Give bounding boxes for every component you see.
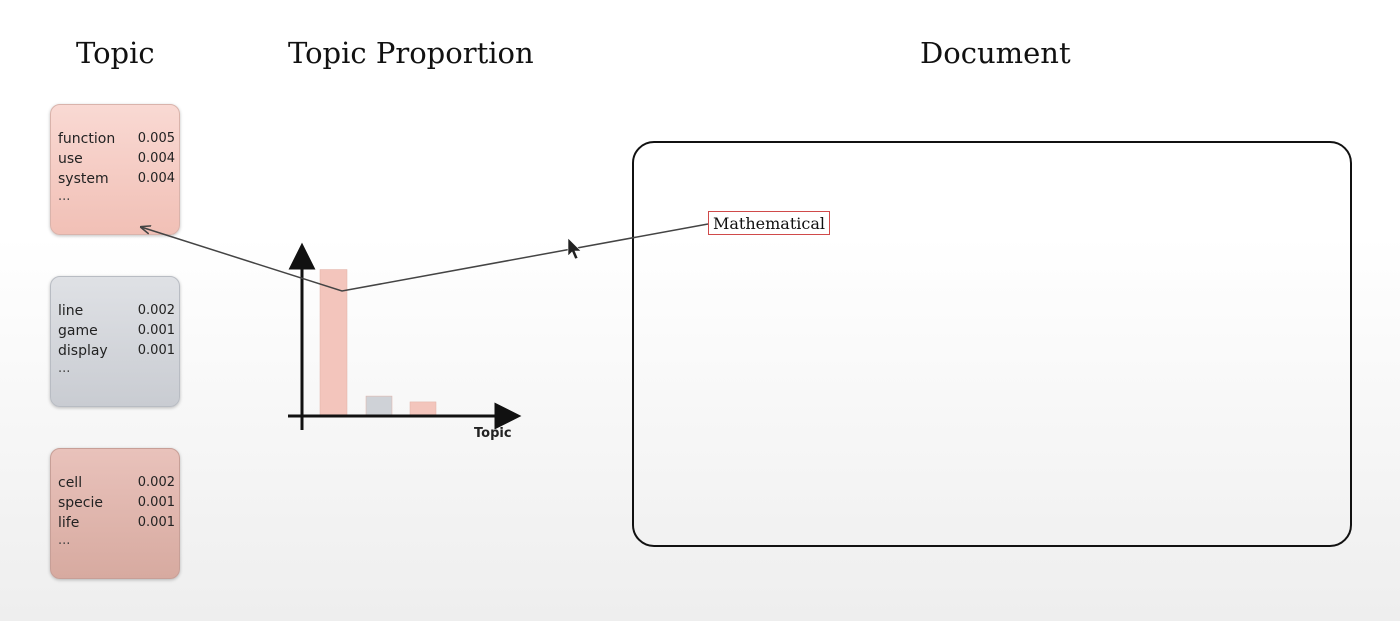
- topic-bar-1: [319, 269, 348, 416]
- term-probability: 0.002: [137, 303, 175, 318]
- term-probability: 0.005: [137, 131, 175, 146]
- term-row: display 0.001: [58, 343, 175, 363]
- term-word: line: [58, 303, 84, 319]
- term-word: use: [58, 151, 83, 167]
- term-row: use 0.004: [58, 151, 175, 171]
- topic-heading: Topic: [76, 36, 155, 70]
- term-row: cell 0.002: [58, 475, 175, 495]
- term-word: game: [58, 323, 98, 339]
- more-terms-ellipsis: ...: [58, 361, 71, 376]
- topic-bar-2: [365, 395, 393, 416]
- term-probability: 0.002: [137, 475, 175, 490]
- document-word: Mathematical: [708, 211, 830, 235]
- bar-group: [319, 269, 437, 416]
- term-probability: 0.001: [137, 495, 175, 510]
- term-row: line 0.002: [58, 303, 175, 323]
- term-row: system 0.004: [58, 171, 175, 191]
- term-row: game 0.001: [58, 323, 175, 343]
- term-probability: 0.004: [137, 171, 175, 186]
- word-to-topic-arrow: [141, 223, 709, 292]
- term-row: function 0.005: [58, 131, 175, 151]
- term-word: function: [58, 131, 116, 147]
- term-word: cell: [58, 475, 83, 491]
- document-box: [632, 141, 1352, 547]
- topic-proportion-heading: Topic Proportion: [288, 36, 534, 70]
- more-terms-ellipsis: ...: [58, 189, 71, 204]
- more-terms-ellipsis: ...: [58, 533, 71, 548]
- topic-bar-3: [409, 401, 437, 416]
- term-row: specie 0.001: [58, 495, 175, 515]
- topic-card-1: function 0.005 use 0.004 system 0.004 ..…: [50, 104, 180, 235]
- term-row: life 0.001: [58, 515, 175, 535]
- term-probability: 0.001: [137, 343, 175, 358]
- term-probability: 0.001: [137, 515, 175, 530]
- x-axis-label: Topic: [474, 426, 512, 441]
- term-word: system: [58, 171, 109, 187]
- mouse-cursor-icon: [567, 237, 582, 260]
- term-probability: 0.001: [137, 323, 175, 338]
- topic-card-2: line 0.002 game 0.001 display 0.001 ...: [50, 276, 180, 407]
- topic-card-3: cell 0.002 specie 0.001 life 0.001 ...: [50, 448, 180, 579]
- term-word: display: [58, 343, 108, 359]
- term-word: life: [58, 515, 80, 531]
- term-word: specie: [58, 495, 103, 511]
- term-probability: 0.004: [137, 151, 175, 166]
- document-heading: Document: [920, 36, 1071, 70]
